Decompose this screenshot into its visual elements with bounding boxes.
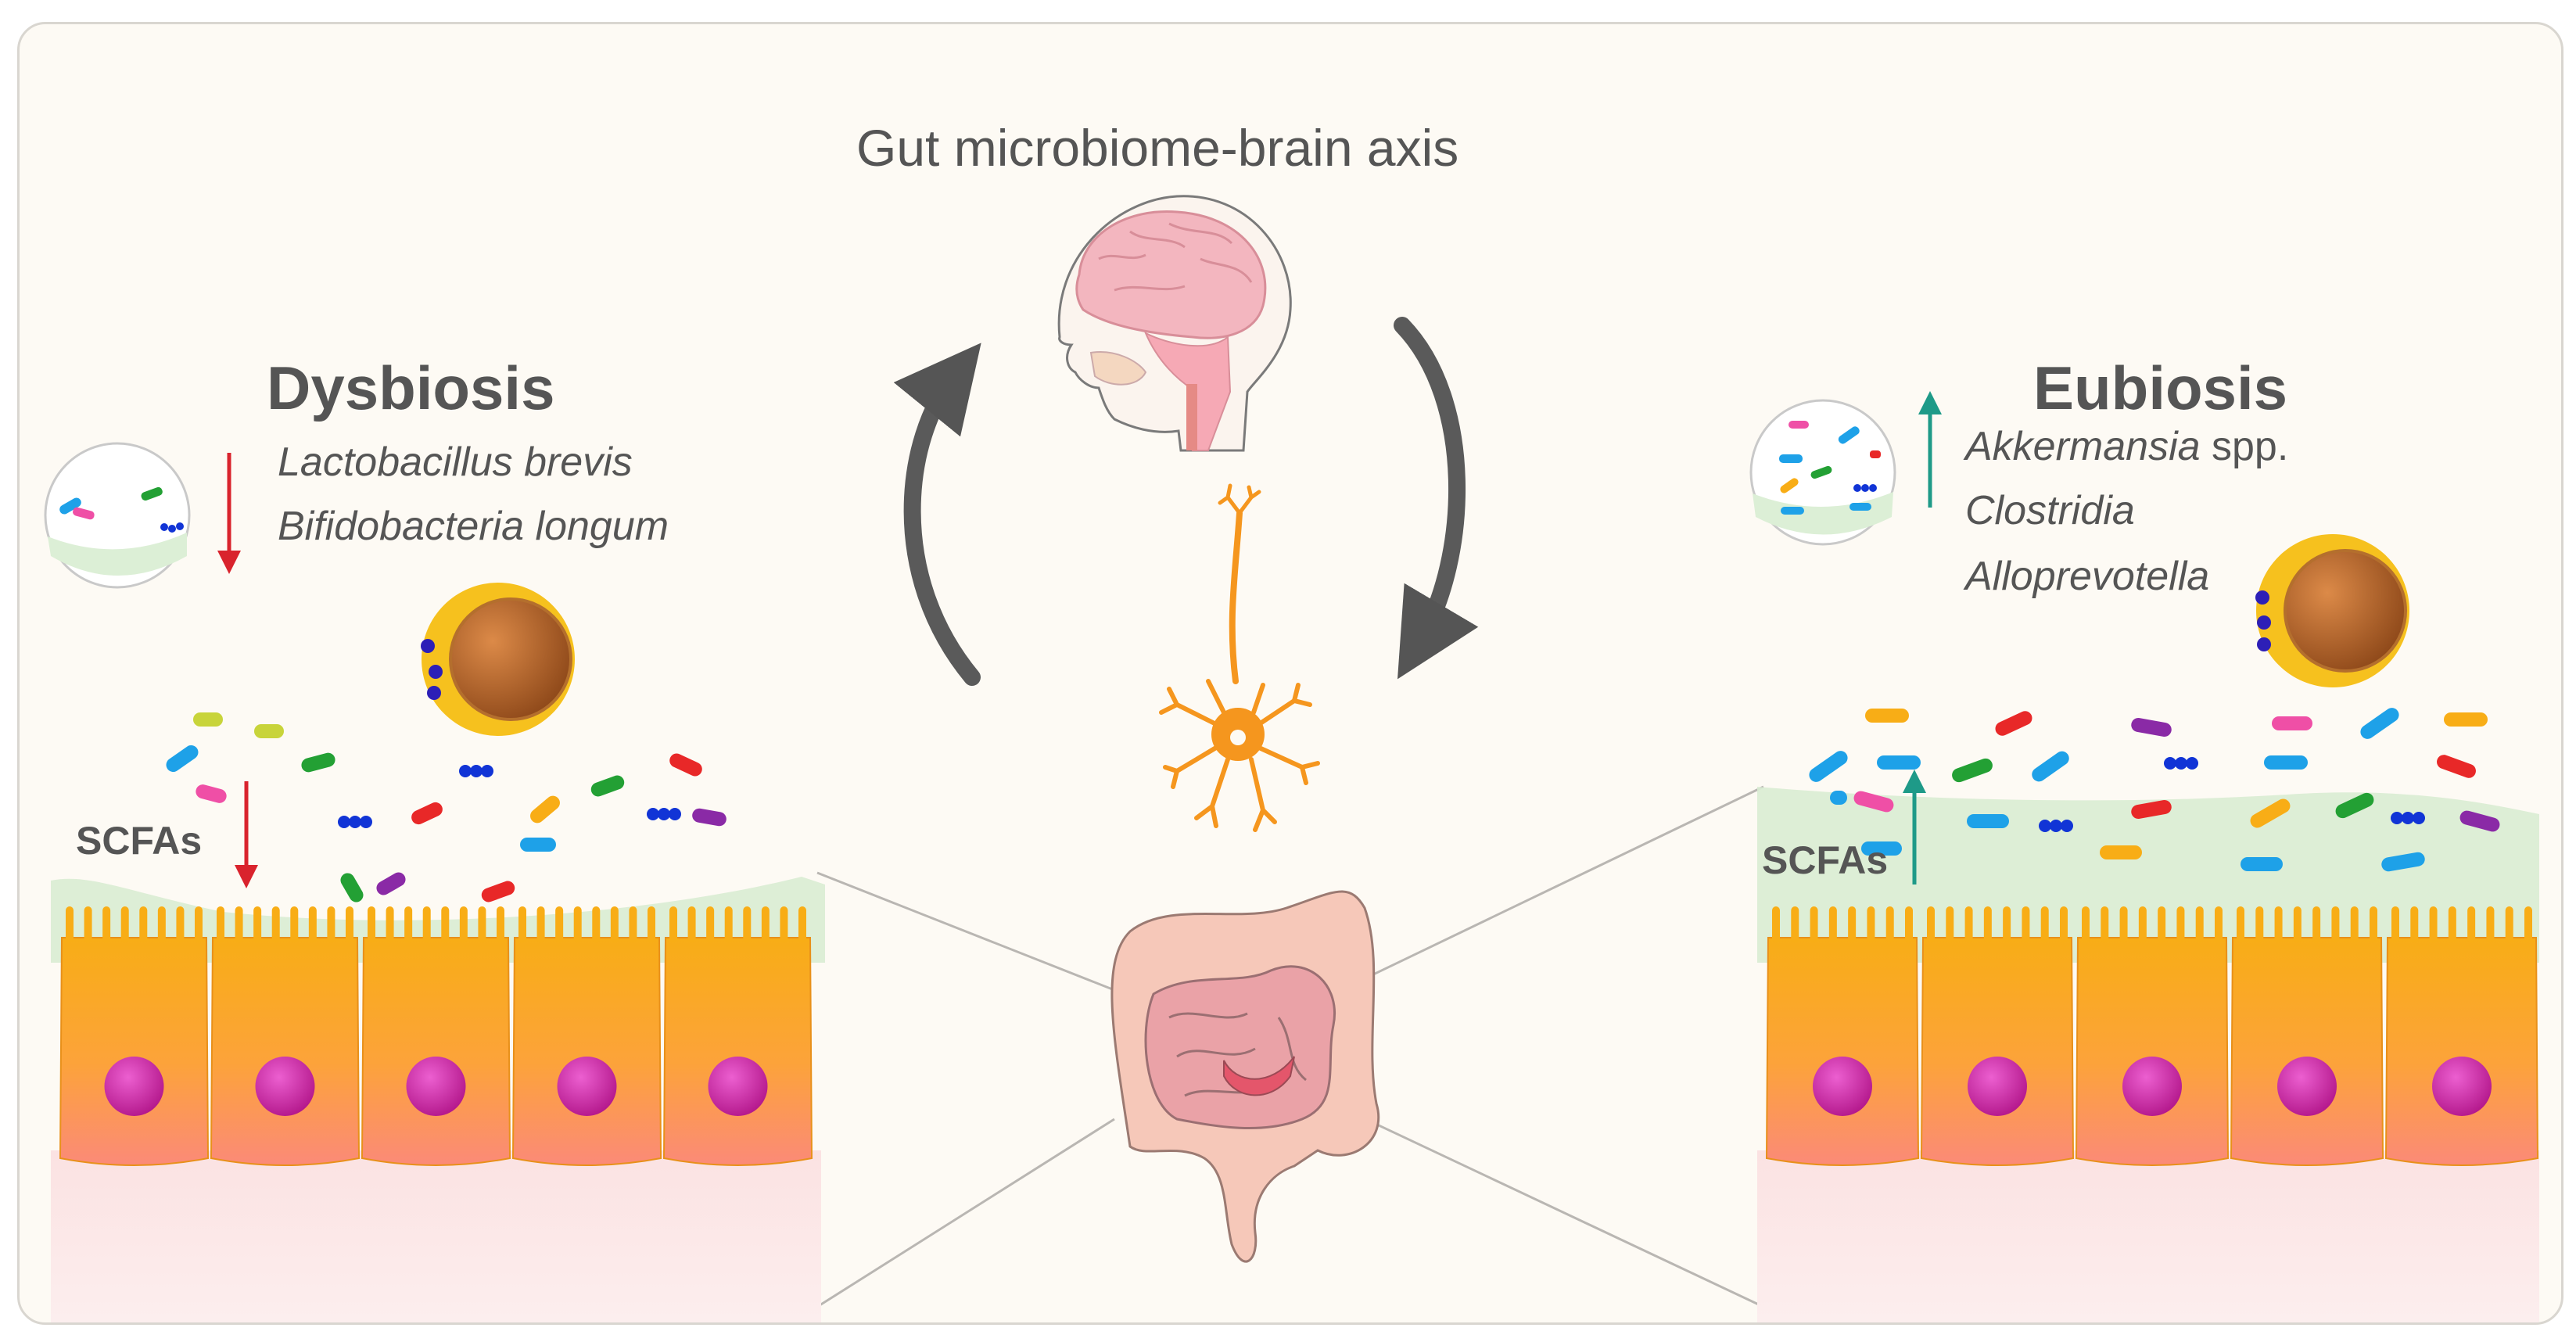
- bacteria-icon: [2459, 810, 2500, 832]
- bacteria-icon: [520, 838, 556, 852]
- epithelial-cell: [1765, 906, 1920, 1166]
- epithelial-cell: [2075, 906, 2230, 1166]
- bacteria-icon: [2444, 712, 2488, 727]
- bacteria-icon: [692, 808, 727, 827]
- bacteria-icon: [376, 872, 406, 895]
- bacteria-icon: [1865, 709, 1909, 723]
- diagram-title: Gut microbiome-brain axis: [856, 119, 1459, 177]
- eubiosis-immune-cell-icon: [2255, 534, 2409, 687]
- intestine-icon: [1110, 890, 1380, 1263]
- eubiosis-bacteria: [1809, 708, 2500, 872]
- bacteria-icon: [2335, 792, 2374, 819]
- bacteria-icon: [193, 712, 223, 727]
- bacteria-icon: [481, 881, 515, 902]
- up-curved-arrow-icon: [893, 343, 981, 686]
- diagram-artwork: [44, 195, 2539, 1322]
- bacteria-icon: [411, 802, 443, 825]
- bacteria-icon: [647, 808, 681, 820]
- figure-panel: Gut microbiome-brain axis Dysbiosis Lact…: [17, 22, 2563, 1325]
- bacteria-icon: [2100, 845, 2142, 859]
- bacteria-icon: [196, 784, 227, 803]
- dysbiosis-scfa-label: SCFAs: [76, 819, 203, 863]
- epithelial-cell: [210, 906, 361, 1166]
- bacteria-icon: [2039, 820, 2073, 832]
- bacteria-icon: [254, 724, 284, 738]
- bacteria-icon: [459, 765, 493, 777]
- bacteria-icon: [1809, 751, 1848, 782]
- eubiosis-taxon-1: Akkermansia spp.: [1965, 424, 2289, 469]
- bacteria-icon: [2131, 718, 2172, 737]
- bacteria-icon: [2272, 716, 2312, 730]
- bacteria-icon: [1877, 755, 1921, 770]
- bacteria-icon: [2164, 757, 2198, 770]
- bacteria-icon: [1830, 791, 1847, 805]
- eubiosis-scfa-label: SCFAs: [1762, 838, 1889, 882]
- eubiosis-tissue: [1757, 787, 2539, 1322]
- eubiosis-taxon-2: Clostridia: [1965, 488, 2135, 533]
- bacteria-icon: [2131, 800, 2172, 819]
- dysbiosis-taxon-2: Bifidobacteria longum: [278, 504, 669, 549]
- bacteria-icon: [2264, 755, 2308, 770]
- bacteria-icon: [669, 753, 702, 777]
- epithelial-cell: [59, 906, 210, 1166]
- dysbiosis-title: Dysbiosis: [267, 353, 555, 422]
- bacteria-icon: [1853, 791, 1894, 813]
- dysbiosis-bacteria: [166, 712, 727, 902]
- bacteria-icon: [338, 816, 372, 828]
- bacteria-icon: [2437, 755, 2476, 778]
- epithelial-cell: [662, 906, 813, 1166]
- bacteria-icon: [301, 752, 335, 773]
- eubiosis-taxon-3: Alloprevotella: [1965, 554, 2210, 599]
- epithelial-cell: [361, 906, 511, 1166]
- epithelial-cell: [511, 906, 662, 1166]
- dysbiosis-immune-cell-icon: [421, 583, 575, 736]
- bacteria-icon: [340, 873, 364, 902]
- neuron-icon: [1159, 483, 1320, 832]
- bacteria-icon: [1861, 841, 1902, 856]
- bacteria-icon: [1967, 814, 2009, 828]
- dysbiosis-magnifier: [44, 442, 191, 589]
- bacteria-icon: [166, 745, 199, 773]
- bacteria-icon: [1952, 758, 1993, 783]
- bacteria-icon: [2250, 798, 2291, 828]
- eubiosis-magnifier: [1749, 399, 1896, 546]
- dysbiosis-taxon-1: Lactobacillus brevis: [278, 440, 633, 485]
- bacteria-icon: [2381, 852, 2425, 872]
- eubiosis-title: Eubiosis: [2033, 353, 2288, 422]
- bacteria-icon: [1995, 711, 2032, 736]
- brain-icon: [1057, 195, 1292, 452]
- epithelial-cell: [2230, 906, 2384, 1166]
- epithelial-cell: [2384, 906, 2539, 1166]
- bacteria-icon: [2360, 708, 2399, 739]
- bacteria-icon: [2032, 751, 2069, 782]
- dysbiosis-tissue: [51, 877, 825, 1322]
- epithelial-cell: [1920, 906, 2075, 1166]
- bacteria-icon: [590, 775, 625, 797]
- bacteria-icon: [2391, 812, 2425, 824]
- bacteria-icon: [530, 795, 560, 824]
- connector-lines: [816, 785, 1764, 1308]
- down-curved-arrow-icon: [1394, 317, 1479, 680]
- bacteria-icon: [2241, 857, 2283, 871]
